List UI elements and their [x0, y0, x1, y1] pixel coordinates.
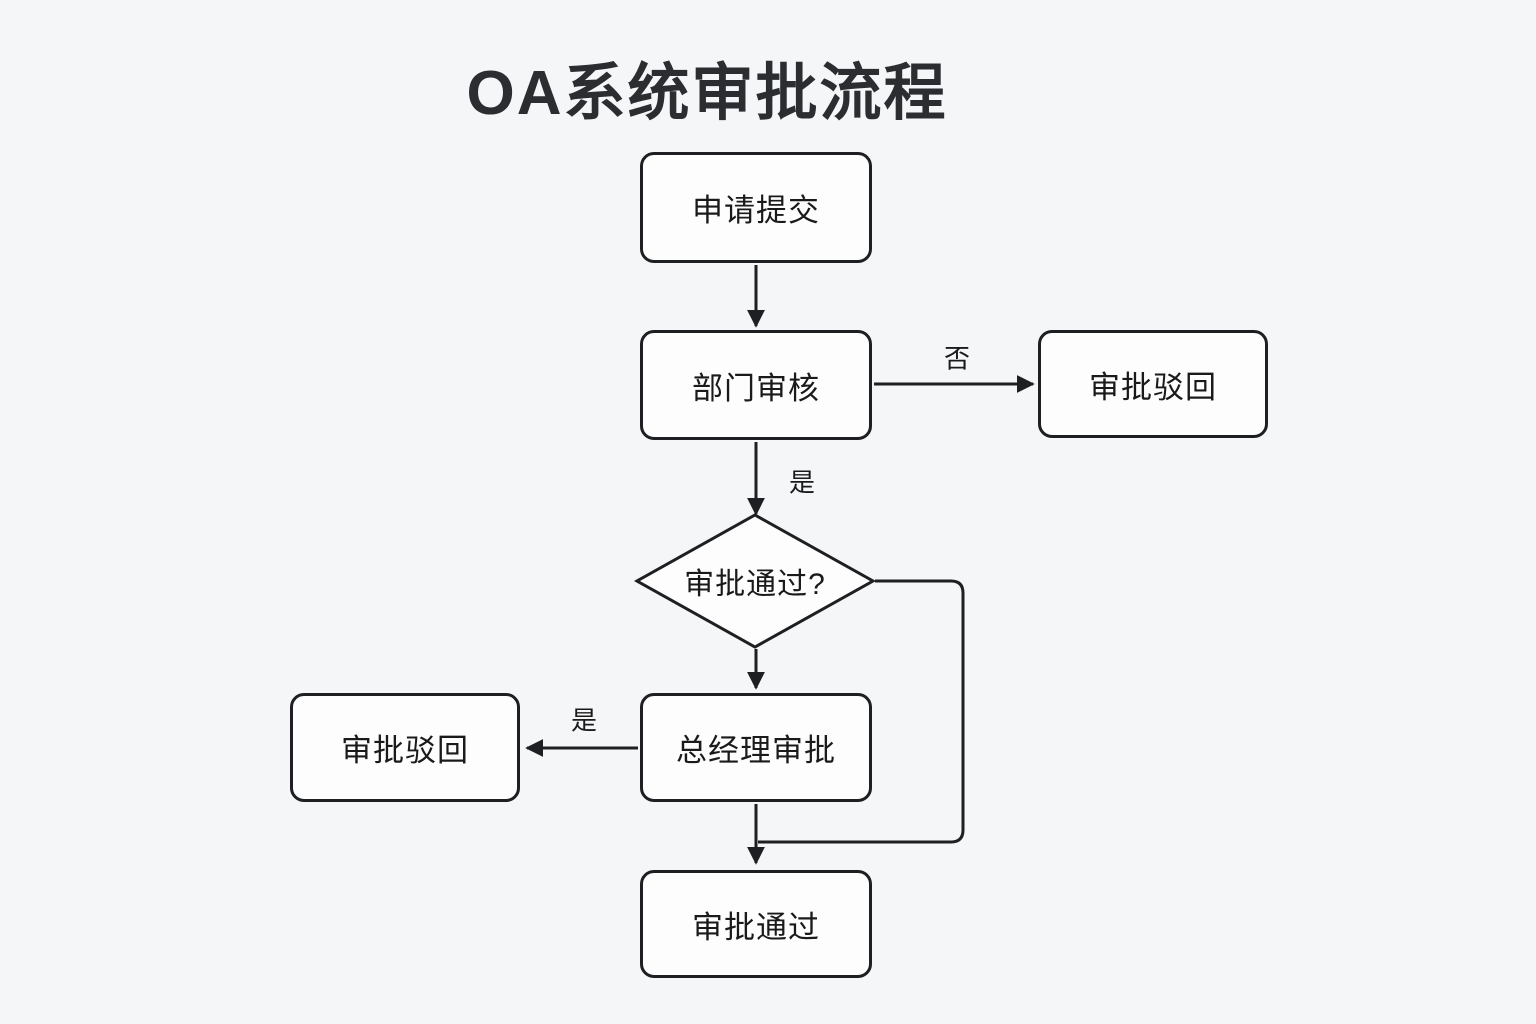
node-dept-review: 部门审核	[640, 330, 872, 440]
edge-decision-right-loop	[758, 579, 965, 844]
node-decision-label: 审批通过?	[684, 568, 826, 601]
node-submit: 申请提交	[640, 152, 872, 263]
node-gm-approval: 总经理审批	[640, 693, 872, 802]
node-dept-review-label: 部门审核	[692, 370, 820, 406]
edge-label-yes-dept: 是	[788, 467, 816, 498]
node-approved-label: 审批通过	[692, 909, 820, 945]
edge-label-yes-gm: 是	[570, 705, 598, 736]
decision-diamond	[633, 513, 877, 649]
node-gm-approval-label: 总经理审批	[676, 733, 836, 768]
node-reject-gm-label: 审批驳回	[341, 733, 469, 768]
node-submit-label: 申请提交	[692, 193, 820, 228]
node-reject-gm: 审批驳回	[290, 693, 520, 802]
node-reject-dept: 审批驳回	[1038, 330, 1268, 438]
node-reject-dept-label: 审批驳回	[1089, 369, 1217, 405]
edge-label-no: 否	[943, 343, 971, 374]
node-approved: 审批通过	[640, 870, 872, 978]
diagram-title: OA系统审批流程	[466, 59, 948, 128]
